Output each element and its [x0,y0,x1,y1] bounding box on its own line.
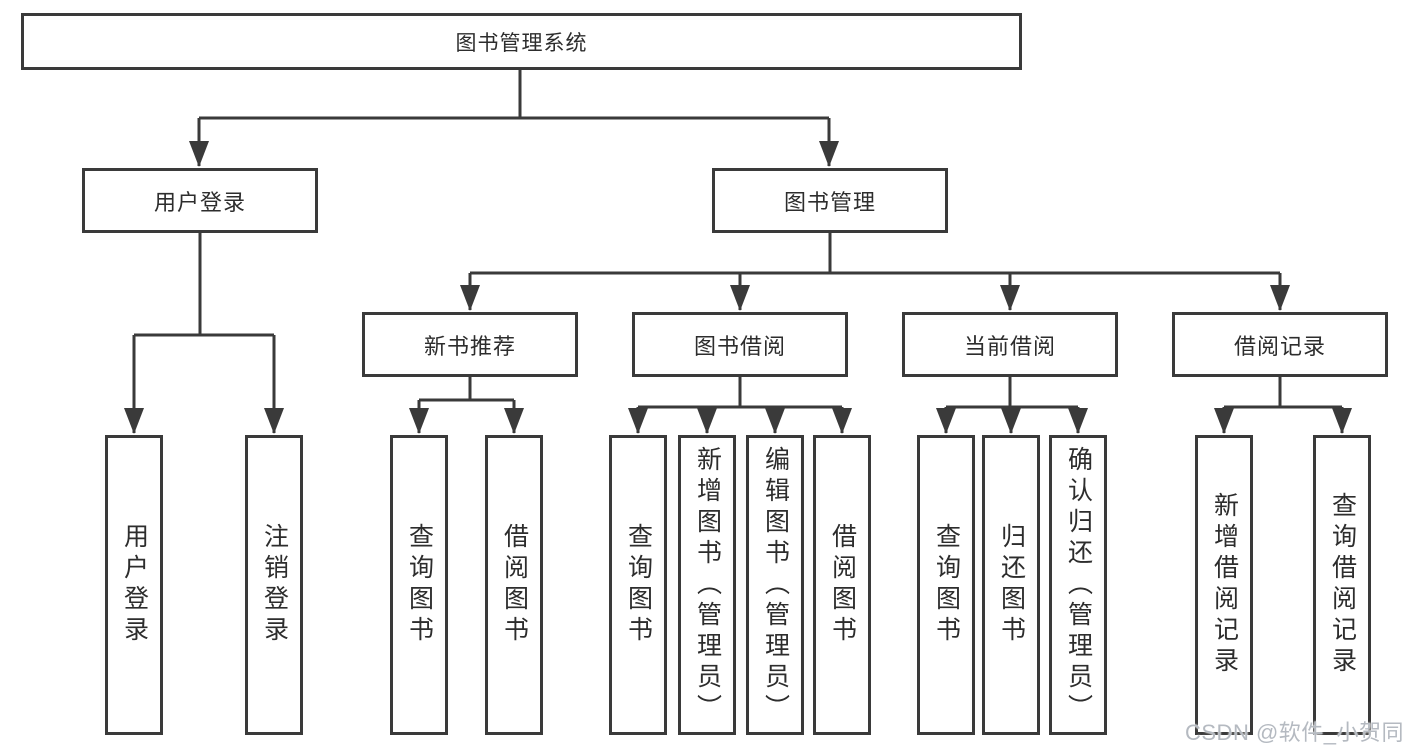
node-new-book-recommend: 新书推荐 [362,312,578,377]
node-leaf-query-books: 查询图书 [609,435,667,735]
node-label: 查询图书 [932,523,961,647]
node-leaf-edit-books-admin: 编辑图书（管理员） [746,435,804,735]
node-label: 查询借阅记录 [1328,492,1357,678]
node-library-management-system: 图书管理系统 [21,13,1022,70]
node-leaf-logout: 注销登录 [245,435,303,735]
node-label: 查询图书 [624,523,653,647]
node-label: 归还图书 [997,523,1026,647]
node-label: 新书推荐 [423,333,516,359]
node-leaf-return-books: 归还图书 [982,435,1040,735]
node-leaf-query-books: 查询图书 [390,435,448,735]
node-label: 用户登录 [153,189,246,215]
node-label: 当前借阅 [963,333,1056,359]
node-label: 图书管理系统 [455,31,588,55]
node-label: 用户登录 [120,523,149,647]
node-leaf-query-books: 查询图书 [917,435,975,735]
node-label: 新增借阅记录 [1210,492,1239,678]
node-label: 查询图书 [405,523,434,647]
node-leaf-borrow-books: 借阅图书 [485,435,543,735]
node-label: 图书借阅 [693,333,786,359]
node-label: 确认归还（管理员） [1064,445,1093,725]
node-leaf-add-borrow-record: 新增借阅记录 [1195,435,1253,735]
node-user-login-group: 用户登录 [82,168,318,233]
node-label: 借阅图书 [500,523,529,647]
node-label: 注销登录 [260,523,289,647]
node-current-borrow: 当前借阅 [902,312,1118,377]
node-label: 编辑图书（管理员） [761,445,790,725]
node-leaf-add-books-admin: 新增图书（管理员） [678,435,736,735]
node-label: 借阅记录 [1233,333,1326,359]
node-borrow-record: 借阅记录 [1172,312,1388,377]
node-leaf-confirm-return-admin: 确认归还（管理员） [1049,435,1107,735]
node-book-borrow: 图书借阅 [632,312,848,377]
node-book-management: 图书管理 [712,168,948,233]
node-label: 图书管理 [783,189,876,215]
watermark: CSDN @软件_小贺同学 [1185,720,1405,745]
node-leaf-query-borrow-record: 查询借阅记录 [1313,435,1371,735]
node-label: 借阅图书 [828,523,857,647]
node-leaf-user-login: 用户登录 [105,435,163,735]
node-label: 新增图书（管理员） [693,445,722,725]
node-leaf-borrow-books: 借阅图书 [813,435,871,735]
